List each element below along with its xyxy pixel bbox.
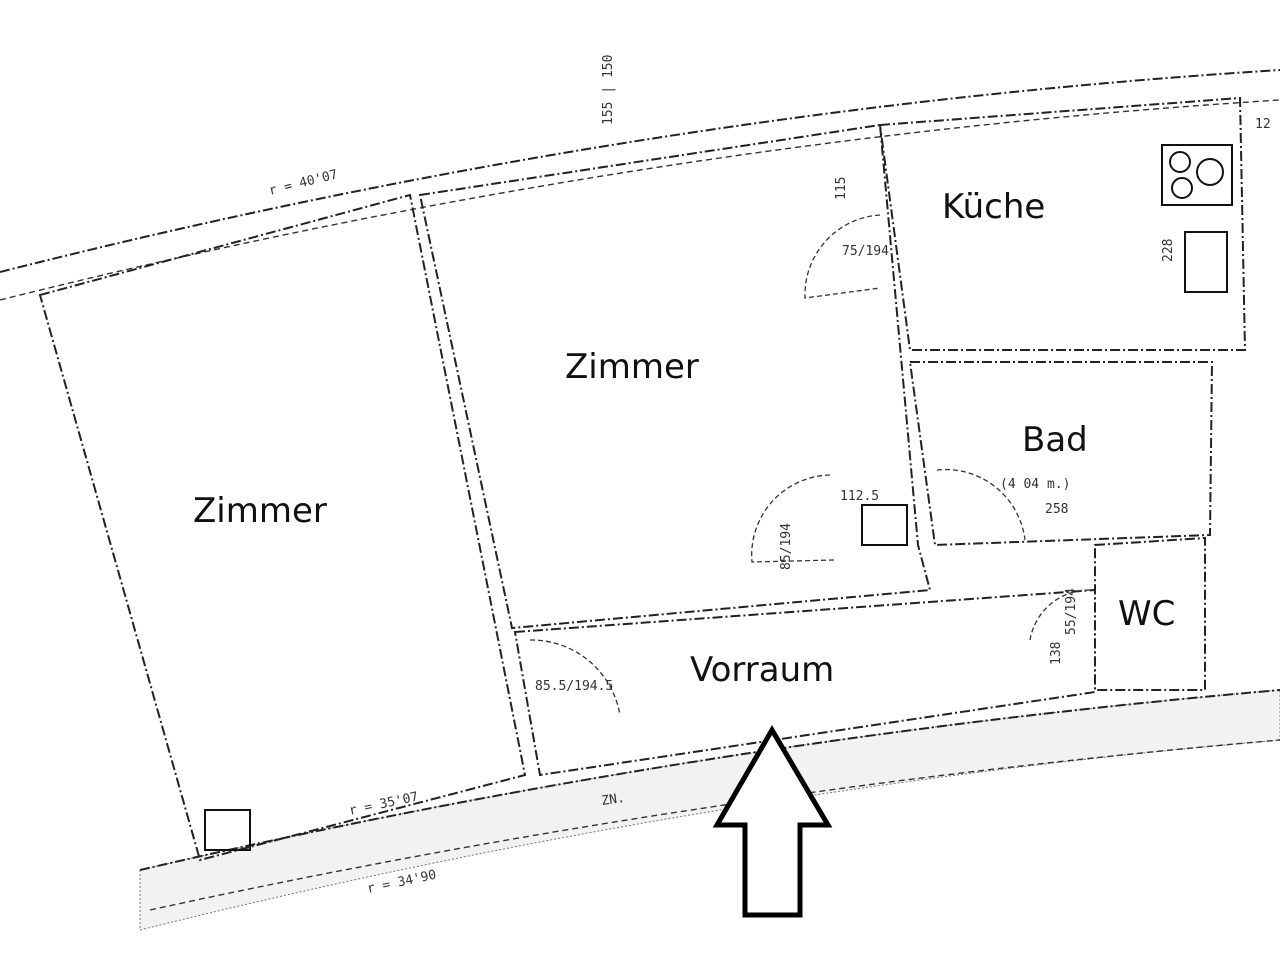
top-dims-label: 155 | 150 xyxy=(601,55,616,125)
stove xyxy=(1161,144,1233,206)
kueche-height-label: 115 xyxy=(834,177,849,200)
room-label-vorraum: Vorraum xyxy=(690,650,834,690)
room-kueche-outline xyxy=(878,96,1247,351)
zimmer-door-width-label: 112.5 xyxy=(840,489,879,504)
door-zimmer xyxy=(751,474,836,563)
vent xyxy=(861,504,908,546)
bad-width-label: 258 xyxy=(1045,502,1068,517)
outer-wall-bottom-lower xyxy=(149,739,1280,911)
door-bad xyxy=(936,468,1026,541)
kueche-width-label: 228 xyxy=(1161,239,1176,262)
kueche-door-label: 75/194 xyxy=(842,244,889,259)
vorraum-door-label: 85.5/194.5 xyxy=(535,679,613,694)
room-label-bad: Bad xyxy=(1022,420,1088,460)
vorraum-dim-label: 138 xyxy=(1049,642,1064,665)
stove-burner xyxy=(1169,151,1191,173)
vent xyxy=(204,809,251,851)
door-vorraum xyxy=(529,639,621,716)
zimmer-door-label: 85/194 xyxy=(779,523,794,570)
room-label-wc: WC xyxy=(1118,594,1175,634)
outer-wall-bottom xyxy=(139,689,1280,871)
room-label-zimmer-left: Zimmer xyxy=(193,491,327,531)
room-label-kueche: Küche xyxy=(942,187,1045,227)
outer-wall-top-inner xyxy=(0,99,1280,301)
outer-wall-top xyxy=(0,69,1280,273)
wc-door-label: 55/194 xyxy=(1064,588,1079,635)
room-zimmer-left-outline xyxy=(38,193,527,862)
entrance-arrow-icon xyxy=(712,725,833,918)
bad-area-label: (4 04 m.) xyxy=(1000,477,1070,492)
stove-burner xyxy=(1171,177,1193,199)
door-kueche xyxy=(804,214,881,299)
room-label-zimmer-middle: Zimmer xyxy=(565,347,699,387)
room-bad-outline xyxy=(908,361,1214,547)
stove-burner xyxy=(1196,158,1224,186)
radius-top-label: r = 40'07 xyxy=(267,167,339,199)
right-dim-label: 12 xyxy=(1255,117,1271,132)
corridor-wall-bottom xyxy=(139,689,1280,931)
room-zimmer-middle-outline xyxy=(418,123,932,630)
chimney-label: ZN. xyxy=(600,791,625,809)
room-vorraum-outline xyxy=(513,588,1096,777)
door-wc xyxy=(1029,589,1091,641)
sink xyxy=(1184,231,1228,293)
